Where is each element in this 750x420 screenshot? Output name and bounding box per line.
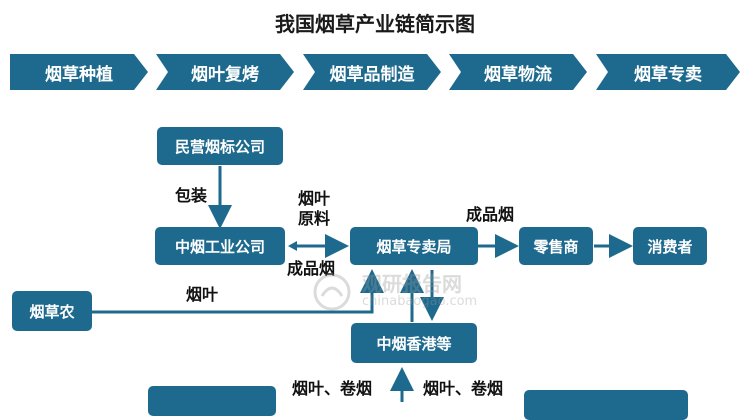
arrow-farmer-to-bureau [92, 269, 384, 314]
label-leaf: 烟叶 [186, 285, 219, 304]
label-leaf-material-2: 原料 [298, 209, 331, 228]
label-packaging: 包装 [175, 186, 208, 205]
stage-redrying: 烟叶复烤 [156, 54, 294, 90]
connector-layer [92, 166, 633, 402]
watermark: 观研报告网 chinabaogao.com [312, 268, 482, 318]
label-leaf-cigarette-right: 烟叶、卷烟 [423, 379, 504, 398]
stage-monopoly: 烟草专卖 [596, 54, 740, 90]
node-consumer: 消费者 [633, 227, 707, 265]
node-lower-right-partial [524, 390, 688, 420]
stage-manufacturing: 烟草品制造 [303, 54, 441, 90]
watermark-logo-icon [313, 273, 351, 311]
node-china-tobacco-industry: 中烟工业公司 [155, 227, 285, 265]
label-finished-cigarettes-bottom: 成品烟 [287, 259, 336, 278]
label-finished-cigarettes-top: 成品烟 [466, 205, 515, 224]
node-retailer: 零售商 [519, 227, 593, 265]
stage-logistics: 烟草物流 [449, 54, 587, 90]
watermark-url: chinabaogao.com [362, 294, 478, 309]
arrow-head-left [288, 241, 297, 251]
node-china-tobacco-hongkong: 中烟香港等 [351, 323, 477, 363]
watermark-name: 观研报告网 [362, 272, 462, 296]
node-private-label-company: 民营烟标公司 [157, 127, 283, 165]
node-tobacco-monopoly-bureau: 烟草专卖局 [350, 227, 478, 265]
label-leaf-material-1: 烟叶 [298, 189, 331, 208]
node-tobacco-farmer: 烟草农 [12, 291, 92, 331]
node-lower-left-partial [148, 386, 276, 416]
diagram-title: 我国烟草产业链简示图 [275, 12, 475, 36]
stage-planting: 烟草种植 [10, 54, 148, 90]
label-leaf-cigarette-left: 烟叶、卷烟 [292, 379, 373, 398]
